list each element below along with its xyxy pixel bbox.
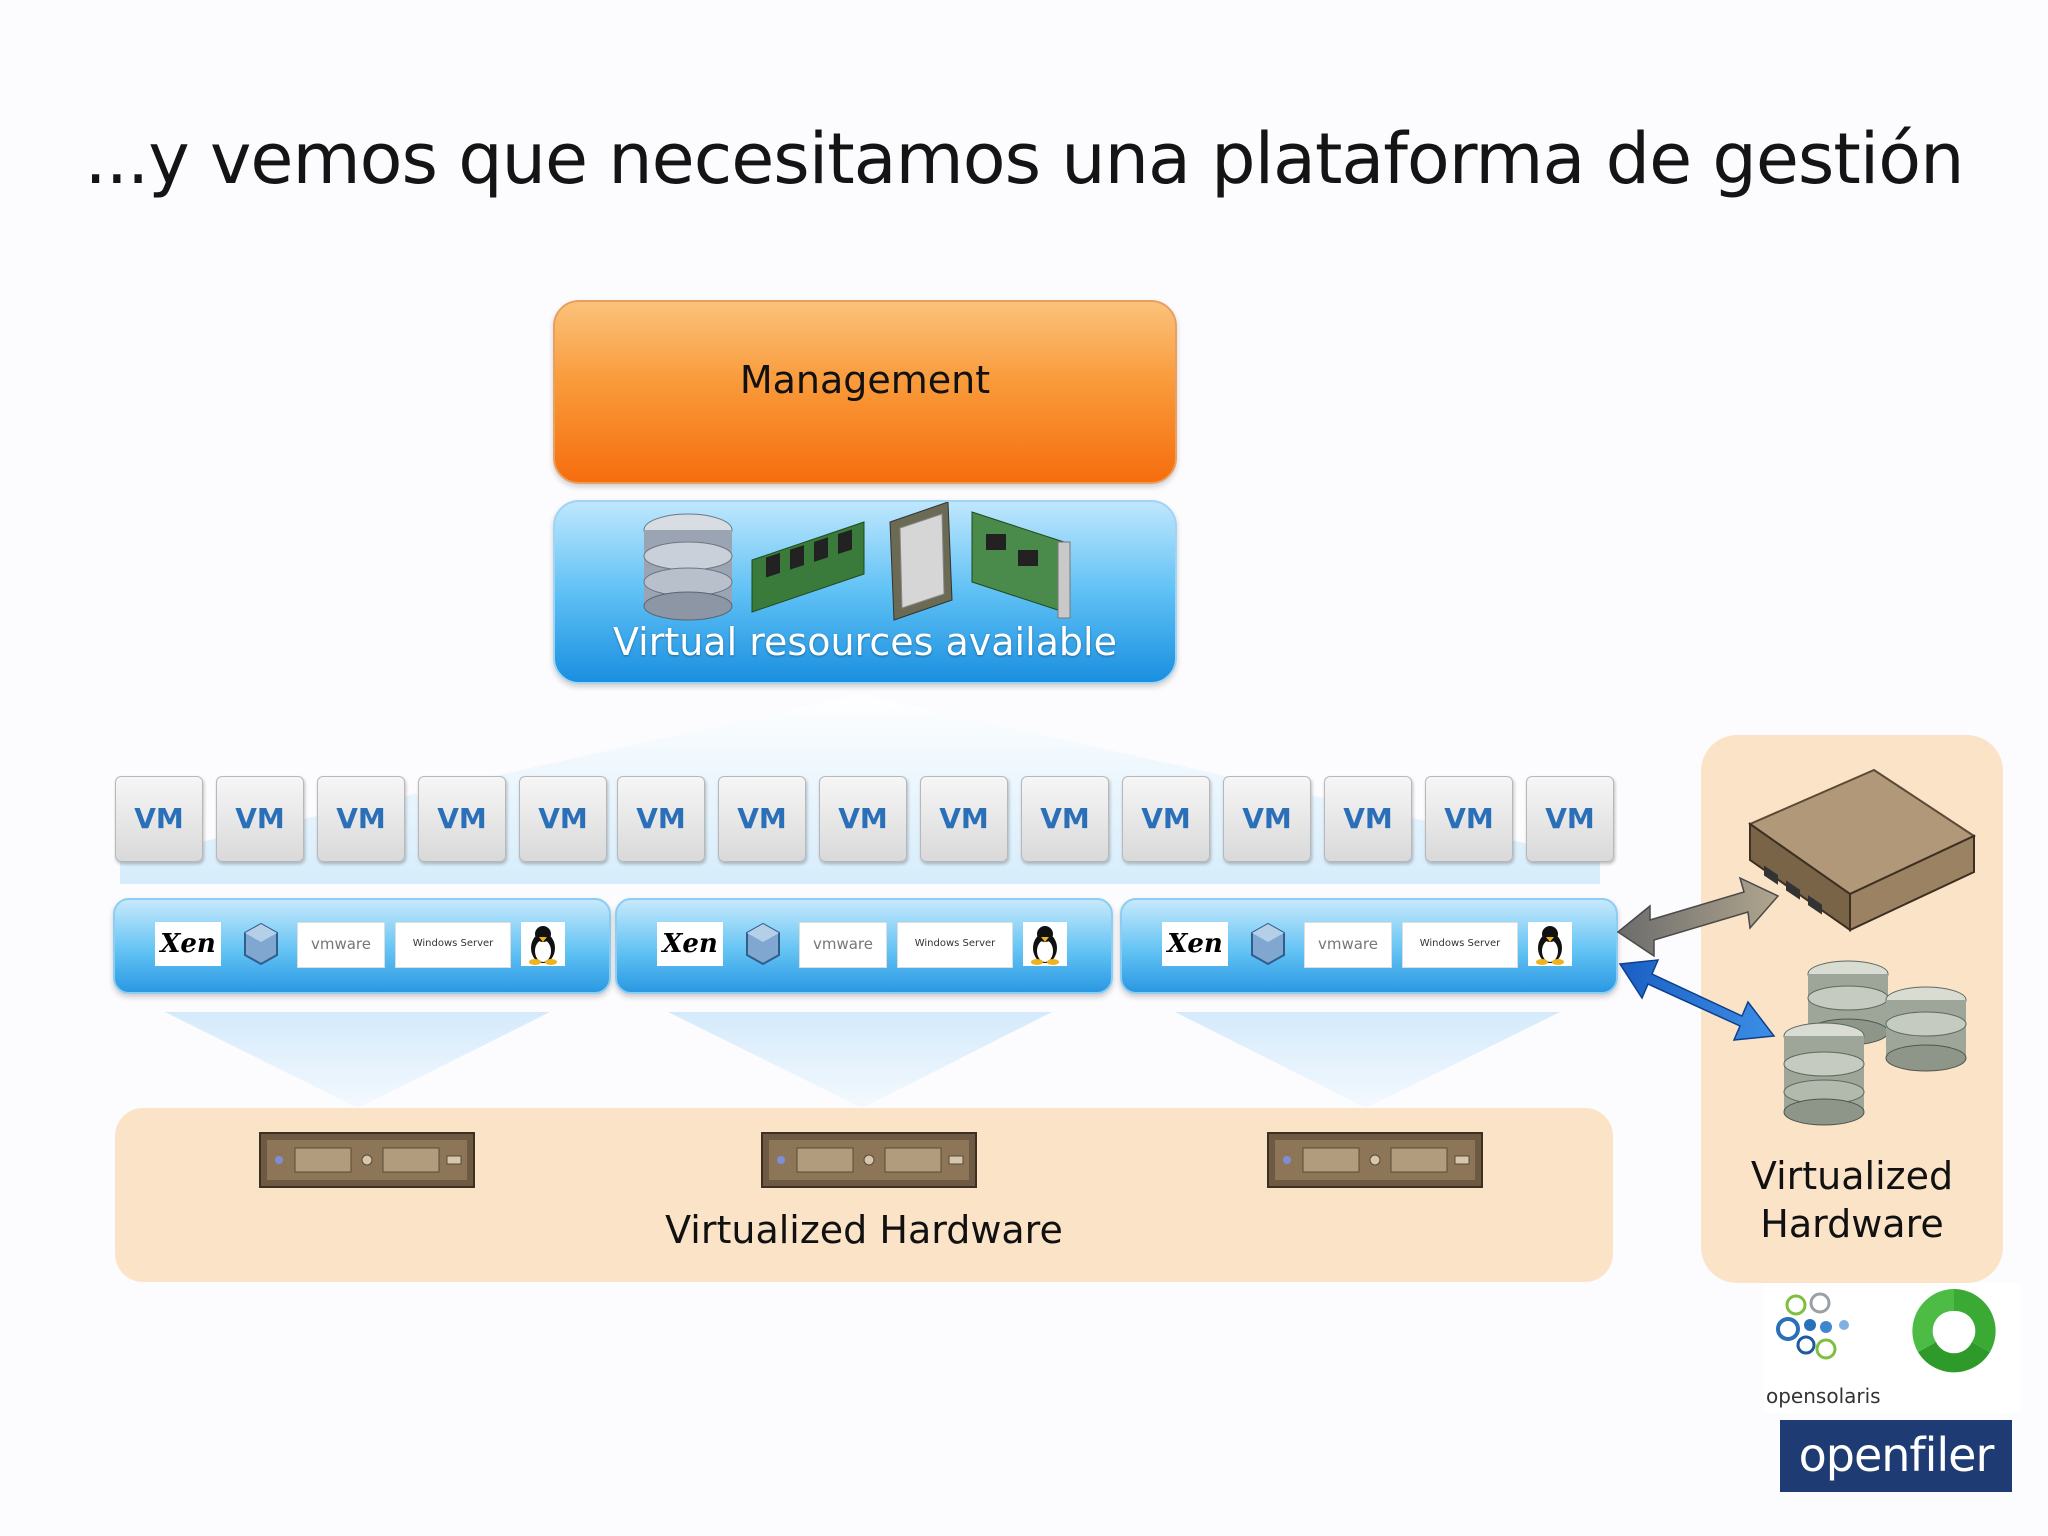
vmware-logo: vmware — [297, 922, 385, 968]
virtualbox-icon — [244, 922, 278, 966]
windows-server-logo: Windows Server — [1402, 922, 1518, 968]
storage-label: Virtualized Hardware — [1701, 1152, 2003, 1248]
tux-icon — [521, 922, 565, 966]
vm-box: VM — [819, 776, 907, 862]
vm-box: VM — [1526, 776, 1614, 862]
database-icon — [643, 513, 733, 621]
vm-box: VM — [418, 776, 506, 862]
fan-down-2 — [668, 1012, 1052, 1108]
rack-server-icon — [761, 1132, 977, 1188]
opensolaris-logo — [1764, 1283, 2020, 1413]
vm-box: VM — [1122, 776, 1210, 862]
opensolaris-wordmark: opensolaris — [1766, 1384, 1881, 1408]
fan-down-1 — [165, 1012, 550, 1108]
windows-server-logo: Windows Server — [897, 922, 1013, 968]
vm-box: VM — [216, 776, 304, 862]
tux-icon — [1023, 922, 1067, 966]
network-switch-icon — [1747, 768, 1977, 932]
vm-box: VM — [617, 776, 705, 862]
hypervisor-host: Xen vmware Windows Server — [1120, 898, 1618, 994]
slide-title: ...y vemos que necesitamos una plataform… — [84, 118, 1965, 200]
vm-box: VM — [1223, 776, 1311, 862]
openfiler-logo: openfiler — [1780, 1420, 2012, 1492]
vm-box: VM — [920, 776, 1008, 862]
vm-box: VM — [1324, 776, 1412, 862]
xen-logo: Xen — [1162, 922, 1228, 966]
windows-server-logo: Windows Server — [395, 922, 511, 968]
connection-arrows — [1616, 876, 1780, 1041]
gray-double-arrow — [1616, 876, 1780, 958]
fan-down-3 — [1175, 1012, 1560, 1108]
rack-server-icon — [259, 1132, 475, 1188]
virtualbox-icon — [1251, 922, 1285, 966]
virtual-resources-box: Virtual resources available — [553, 500, 1177, 684]
xen-logo: Xen — [657, 922, 723, 966]
blue-double-arrow — [1618, 959, 1776, 1041]
vm-box: VM — [1021, 776, 1109, 862]
storage-label-line1: Virtualized — [1750, 1154, 1954, 1198]
tux-icon — [1528, 922, 1572, 966]
rack-server-icon — [1267, 1132, 1483, 1188]
expansion-card-icon — [971, 511, 1071, 619]
vm-box: VM — [519, 776, 607, 862]
hypervisor-host: Xen vmware Windows Server — [113, 898, 611, 994]
hypervisor-host: Xen vmware Windows Server — [615, 898, 1113, 994]
resource-icons — [643, 502, 1071, 621]
memory-module-icon — [751, 521, 865, 613]
vm-box: VM — [115, 776, 203, 862]
vmware-logo: vmware — [1304, 922, 1392, 968]
vmware-logo: vmware — [799, 922, 887, 968]
green-swirl-icon — [1912, 1289, 1996, 1373]
vm-box: VM — [718, 776, 806, 862]
xen-logo: Xen — [155, 922, 221, 966]
storage-label-line2: Hardware — [1760, 1202, 1944, 1246]
resources-label: Virtual resources available — [612, 620, 1117, 664]
management-label: Management — [739, 358, 991, 402]
virtualbox-icon — [746, 922, 780, 966]
vm-box: VM — [317, 776, 405, 862]
hardware-label: Virtualized Hardware — [665, 1208, 1063, 1252]
storage-cluster-icon — [1783, 960, 1967, 1126]
vm-box: VM — [1425, 776, 1513, 862]
cpu-chip-icon — [889, 502, 953, 621]
management-box: Management — [553, 300, 1177, 484]
